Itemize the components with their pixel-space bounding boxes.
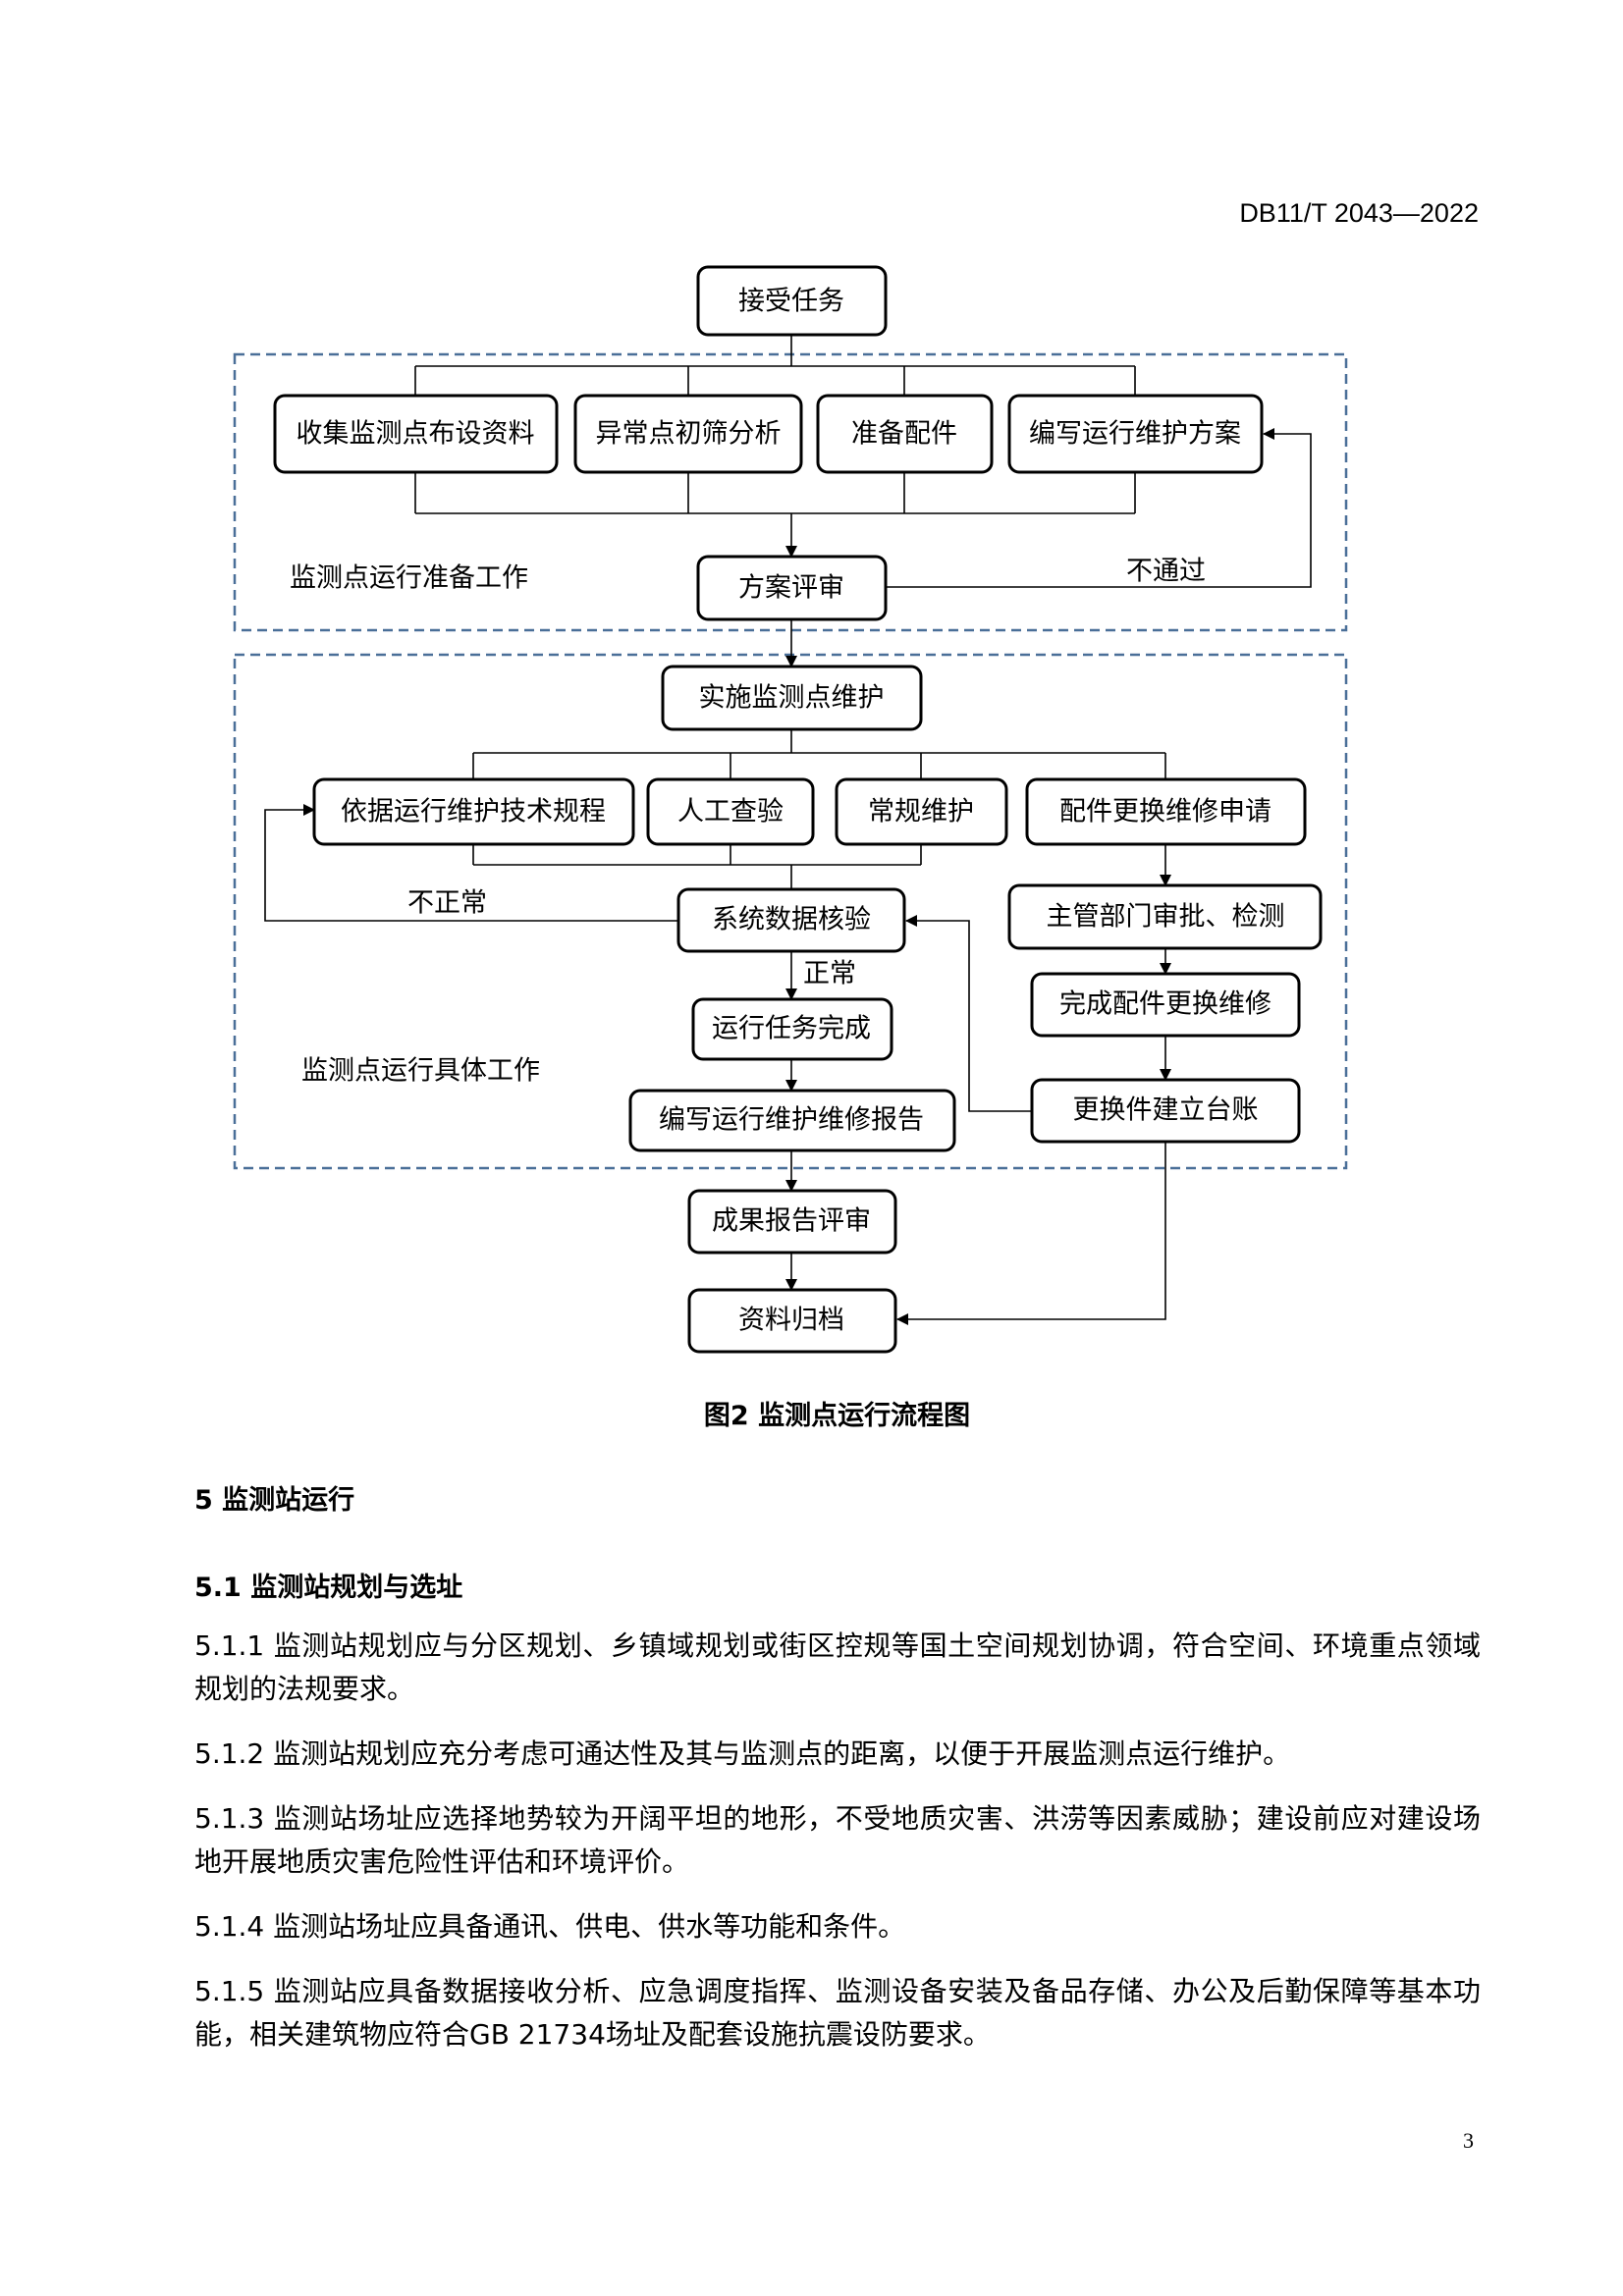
svg-text:配件更换维修申请: 配件更换维修申请	[1059, 797, 1271, 828]
svg-text:系统数据核验: 系统数据核验	[712, 905, 871, 935]
node-write-report: 编写运行维护维修报告	[628, 1089, 956, 1152]
svg-text:完成配件更换维修: 完成配件更换维修	[1059, 989, 1271, 1020]
node-archive: 资料归档	[687, 1288, 897, 1354]
connectors	[264, 335, 1312, 1325]
node-prep-2: 异常点初筛分析	[573, 394, 803, 474]
node-prep-4: 编写运行维护方案	[1007, 394, 1264, 474]
svg-text:编写运行维护维修报告: 编写运行维护维修报告	[659, 1105, 924, 1136]
section-heading: 5 监测站运行	[194, 1485, 355, 1516]
node-prep-3: 准备配件	[816, 394, 994, 474]
svg-text:更换件建立台账: 更换件建立台账	[1073, 1095, 1259, 1126]
node-verify: 系统数据核验	[676, 887, 906, 953]
node-prep-1: 收集监测点布设资料	[273, 394, 559, 474]
node-work-4: 配件更换维修申请	[1025, 777, 1307, 846]
node-work-3: 常规维护	[835, 777, 1008, 846]
svg-text:成果报告评审: 成果报告评审	[712, 1206, 871, 1237]
fail-label: 不通过	[1126, 557, 1206, 587]
svg-text:依据运行维护技术规程: 依据运行维护技术规程	[341, 797, 606, 828]
paragraph-5-1-2: 5.1.2 监测站规划应充分考虑可通达性及其与监测点的距离，以便于开展监测点运行…	[194, 1737, 1291, 1770]
node-work-1: 依据运行维护技术规程	[312, 777, 635, 846]
paragraph-5-1-5: 5.1.5 监测站应具备数据接收分析、应急调度指挥、监测设备安装及备品存储、办公…	[194, 1975, 1481, 2051]
svg-text:实施监测点维护: 实施监测点维护	[699, 683, 885, 714]
node-approve: 主管部门审批、检测	[1007, 883, 1323, 950]
prep-group-frame	[233, 352, 1348, 632]
figure-caption: 图2 监测点运行流程图	[703, 1401, 971, 1431]
paragraph-5-1-4: 5.1.4 监测站场址应具备通讯、供电、供水等功能和条件。	[194, 1910, 906, 1943]
node-work-2: 人工查验	[646, 777, 815, 846]
paragraph-5-1-1: 5.1.1 监测站规划应与分区规划、乡镇域规划或街区控规等国土空间规划协调，符合…	[194, 1629, 1481, 1705]
subsection-heading: 5.1 监测站规划与选址	[194, 1573, 463, 1603]
work-group-label: 监测点运行具体工作	[301, 1056, 540, 1087]
prep-group-label: 监测点运行准备工作	[290, 563, 528, 594]
document-code: DB11/T 2043—2022	[1239, 198, 1479, 228]
svg-text:准备配件: 准备配件	[851, 419, 957, 450]
svg-text:收集监测点布设资料: 收集监测点布设资料	[297, 419, 535, 450]
node-replace-done: 完成配件更换维修	[1030, 972, 1301, 1038]
node-ledger: 更换件建立台账	[1030, 1078, 1301, 1144]
paragraph-5-1-3: 5.1.3 监测站场址应选择地势较为开阔平坦的地形，不受地质灾害、洪涝等因素威胁…	[194, 1802, 1481, 1878]
work-group-frame	[233, 653, 1348, 1170]
svg-text:主管部门审批、检测: 主管部门审批、检测	[1047, 902, 1285, 933]
node-result-review: 成果报告评审	[687, 1189, 897, 1255]
node-review: 方案评审	[696, 555, 888, 621]
svg-text:接受任务: 接受任务	[738, 287, 844, 317]
abnormal-loop-arrow	[264, 804, 678, 922]
svg-text:运行任务完成: 运行任务完成	[712, 1014, 871, 1044]
svg-text:常规维护: 常规维护	[868, 797, 974, 828]
normal-label: 正常	[803, 959, 856, 989]
node-implement: 实施监测点维护	[661, 665, 923, 731]
flowchart: 接受任务 收集监测点布设资料 异常点初筛分析 准备配件 编写运行维护方案 方案评…	[233, 265, 1348, 1354]
abnormal-label: 不正常	[407, 888, 487, 919]
node-task-done: 运行任务完成	[691, 997, 893, 1061]
svg-text:异常点初筛分析: 异常点初筛分析	[596, 419, 782, 450]
svg-text:方案评审: 方案评审	[738, 573, 844, 604]
svg-text:人工查验: 人工查验	[677, 797, 784, 828]
node-start: 接受任务	[696, 265, 888, 337]
svg-text:资料归档: 资料归档	[738, 1306, 844, 1336]
svg-text:编写运行维护方案: 编写运行维护方案	[1029, 419, 1241, 450]
fail-loop-arrow	[886, 428, 1312, 588]
page-number: 3	[1463, 2128, 1474, 2153]
